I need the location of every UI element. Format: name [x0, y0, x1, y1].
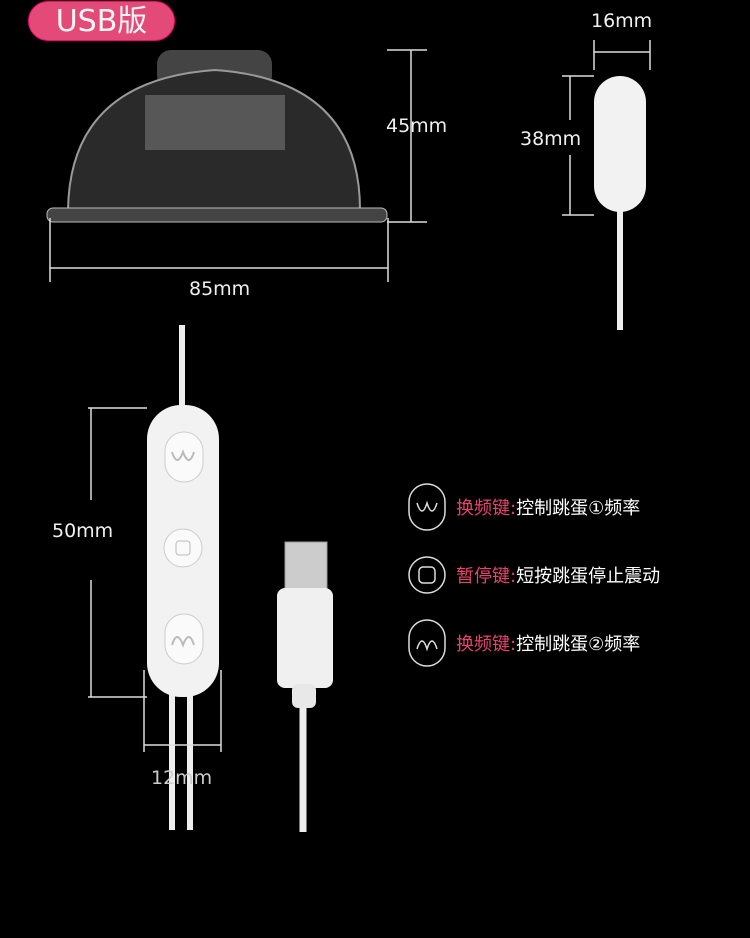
cup-height-label: 45mm [386, 115, 448, 137]
legend-value: 控制跳蛋①频率 [516, 498, 641, 519]
egg-width-label: 16mm [591, 10, 653, 32]
legend-key: 暂停键: [456, 566, 517, 587]
controller [147, 325, 219, 830]
legend-key: 换频键: [456, 498, 517, 519]
suction-cup [46, 50, 388, 223]
legend-item: 换频键: 控制跳蛋①频率 [408, 483, 641, 531]
legend-item: 换频键: 控制跳蛋②频率 [408, 619, 641, 667]
wave-up-icon [408, 619, 446, 667]
wave-down-icon [408, 483, 446, 531]
controller-height-label: 50mm [52, 520, 114, 542]
legend-key: 换频键: [456, 634, 517, 655]
cup-dimension-lines [49, 49, 427, 282]
vibrating-egg [594, 76, 646, 330]
cup-width-label: 85mm [189, 278, 251, 300]
legend-item: 暂停键: 短按跳蛋停止震动 [408, 552, 660, 598]
egg-height-label: 38mm [520, 128, 582, 150]
legend-value: 短按跳蛋停止震动 [516, 566, 661, 587]
pause-square-icon [408, 556, 446, 594]
usb-plug [277, 541, 333, 832]
legend-value: 控制跳蛋②频率 [516, 634, 641, 655]
controller-width-label: 12mm [151, 767, 213, 789]
usb-version-badge: USB版 [28, 1, 175, 41]
